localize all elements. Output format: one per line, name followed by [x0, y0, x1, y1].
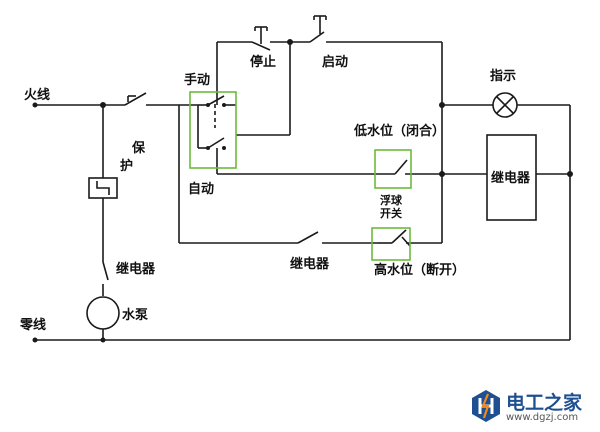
stop-label: 停止 [250, 54, 276, 70]
indicator-label: 指示 [490, 68, 516, 84]
protection-label-1: 保 [131, 140, 146, 156]
live-terminal [32, 102, 38, 108]
pump-label: 水泵 [122, 307, 148, 323]
neutral-terminal [32, 337, 38, 343]
brand-url: www.dgzj.com [506, 412, 579, 423]
high-level-label: 高水位（断开） [374, 262, 465, 278]
pump-relay-contact [102, 261, 109, 281]
start-label: 启动 [322, 54, 348, 70]
relay-box-label: 继电器 [491, 170, 531, 186]
brand-logo-icon [472, 390, 500, 422]
wiring [32, 15, 573, 343]
float-switch-contact [394, 159, 408, 175]
high-level-switch-box [371, 227, 411, 261]
live-wire-label: 火线 [24, 87, 50, 103]
manual-auto-switch-box [189, 91, 237, 169]
auto-label: 自动 [188, 181, 214, 197]
neutral-wire-label: 零线 [19, 317, 46, 333]
relay-coil-box [486, 134, 537, 221]
pump-relay-label: 继电器 [116, 261, 156, 277]
relay-holding-contact [297, 231, 319, 244]
stop-button-contact [251, 41, 271, 51]
protection-switch-blade [124, 92, 147, 106]
thermal-relay-box [88, 177, 118, 199]
holding-relay-label: 继电器 [290, 256, 330, 272]
brand-watermark: 电工之家 www.dgzj.com [466, 384, 600, 432]
protection-label-2: 护 [120, 158, 133, 174]
high-level-switch-contact [391, 229, 407, 244]
brand-name: 电工之家 [506, 392, 583, 414]
float-switch-label-1: 浮球 [380, 193, 403, 207]
pump-motor-symbol [86, 296, 120, 330]
float-switch-label-2: 开关 [380, 206, 402, 220]
float-switch-box [374, 149, 412, 189]
low-level-label: 低水位（闭合） [353, 123, 445, 139]
manual-label: 手动 [184, 72, 210, 88]
start-button-contact [309, 31, 325, 43]
